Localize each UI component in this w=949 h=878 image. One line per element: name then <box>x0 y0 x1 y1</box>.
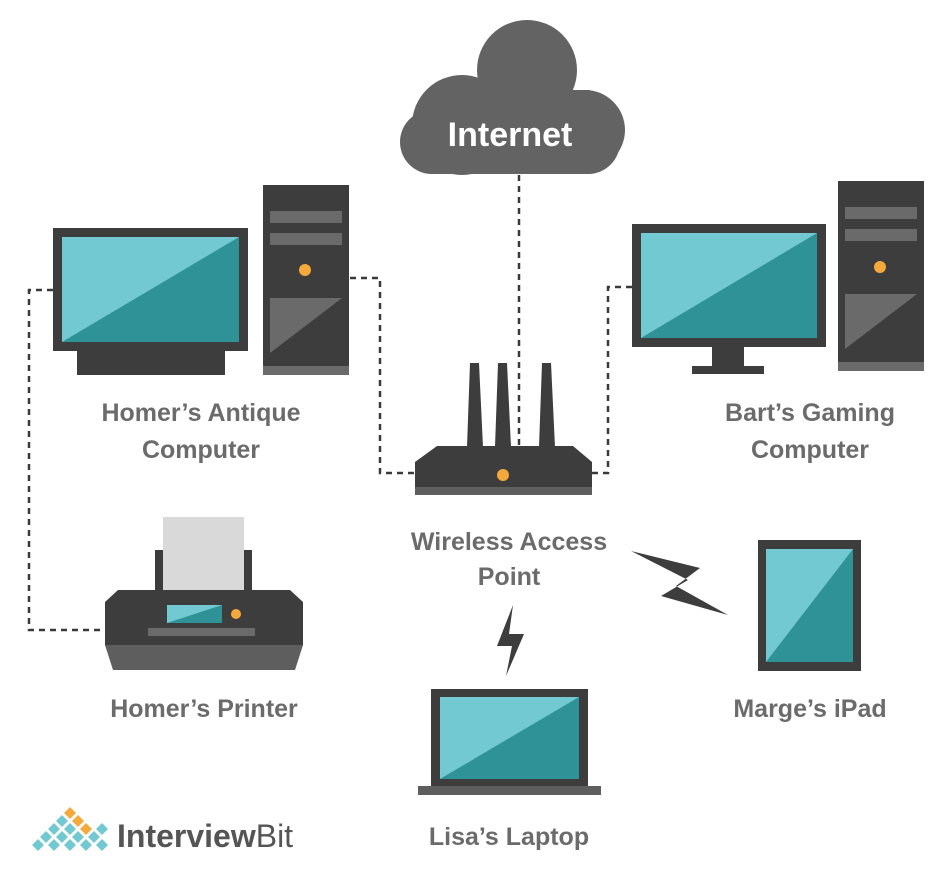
homer-antique-computer: Homer’s Antique Computer <box>53 185 349 464</box>
homer-computer-label-line2: Computer <box>142 436 260 464</box>
connections <box>27 175 632 632</box>
bart-computer-label-line2: Computer <box>751 436 869 464</box>
laptop-icon <box>418 689 601 795</box>
wireless-access-point: Wireless Access Point <box>411 363 607 591</box>
laptop-label: Lisa’s Laptop <box>429 823 589 851</box>
lightning-bolt-icon <box>631 551 728 615</box>
internet-cloud: Internet <box>400 20 625 175</box>
marge-ipad: Marge’s iPad <box>733 540 887 723</box>
lightning-bolt-icon <box>497 605 524 676</box>
router-label-line1: Wireless Access <box>411 528 607 556</box>
logo-wordmark: InterviewBit <box>117 818 293 854</box>
router-icon <box>415 363 592 495</box>
logo-text-bit: Bit <box>256 818 293 854</box>
interviewbit-logo: InterviewBit <box>32 807 293 854</box>
internet-label: Internet <box>448 116 573 154</box>
wire-homer-computer-router <box>350 276 415 475</box>
logo-text-interview: Interview <box>117 818 256 854</box>
tablet-icon <box>758 540 861 671</box>
router-label-line2: Point <box>478 563 541 591</box>
desktop-computer-icon <box>53 185 349 375</box>
wire-homer-computer-printer <box>27 288 105 632</box>
bart-computer-label-line1: Bart’s Gaming <box>725 399 895 427</box>
cloud-icon <box>400 20 625 175</box>
printer-icon <box>105 517 303 670</box>
ipad-label: Marge’s iPad <box>733 695 886 723</box>
gaming-computer-icon <box>632 181 924 374</box>
interviewbit-logo-icon <box>32 807 108 851</box>
bart-gaming-computer: Bart’s Gaming Computer <box>632 181 924 464</box>
homer-printer: Homer’s Printer <box>105 517 303 723</box>
homer-computer-label-line1: Homer’s Antique <box>101 399 300 427</box>
printer-label: Homer’s Printer <box>110 695 298 723</box>
wireless-signals <box>497 551 728 676</box>
lisa-laptop: Lisa’s Laptop <box>418 689 601 851</box>
wire-bart-computer-router <box>590 285 632 475</box>
